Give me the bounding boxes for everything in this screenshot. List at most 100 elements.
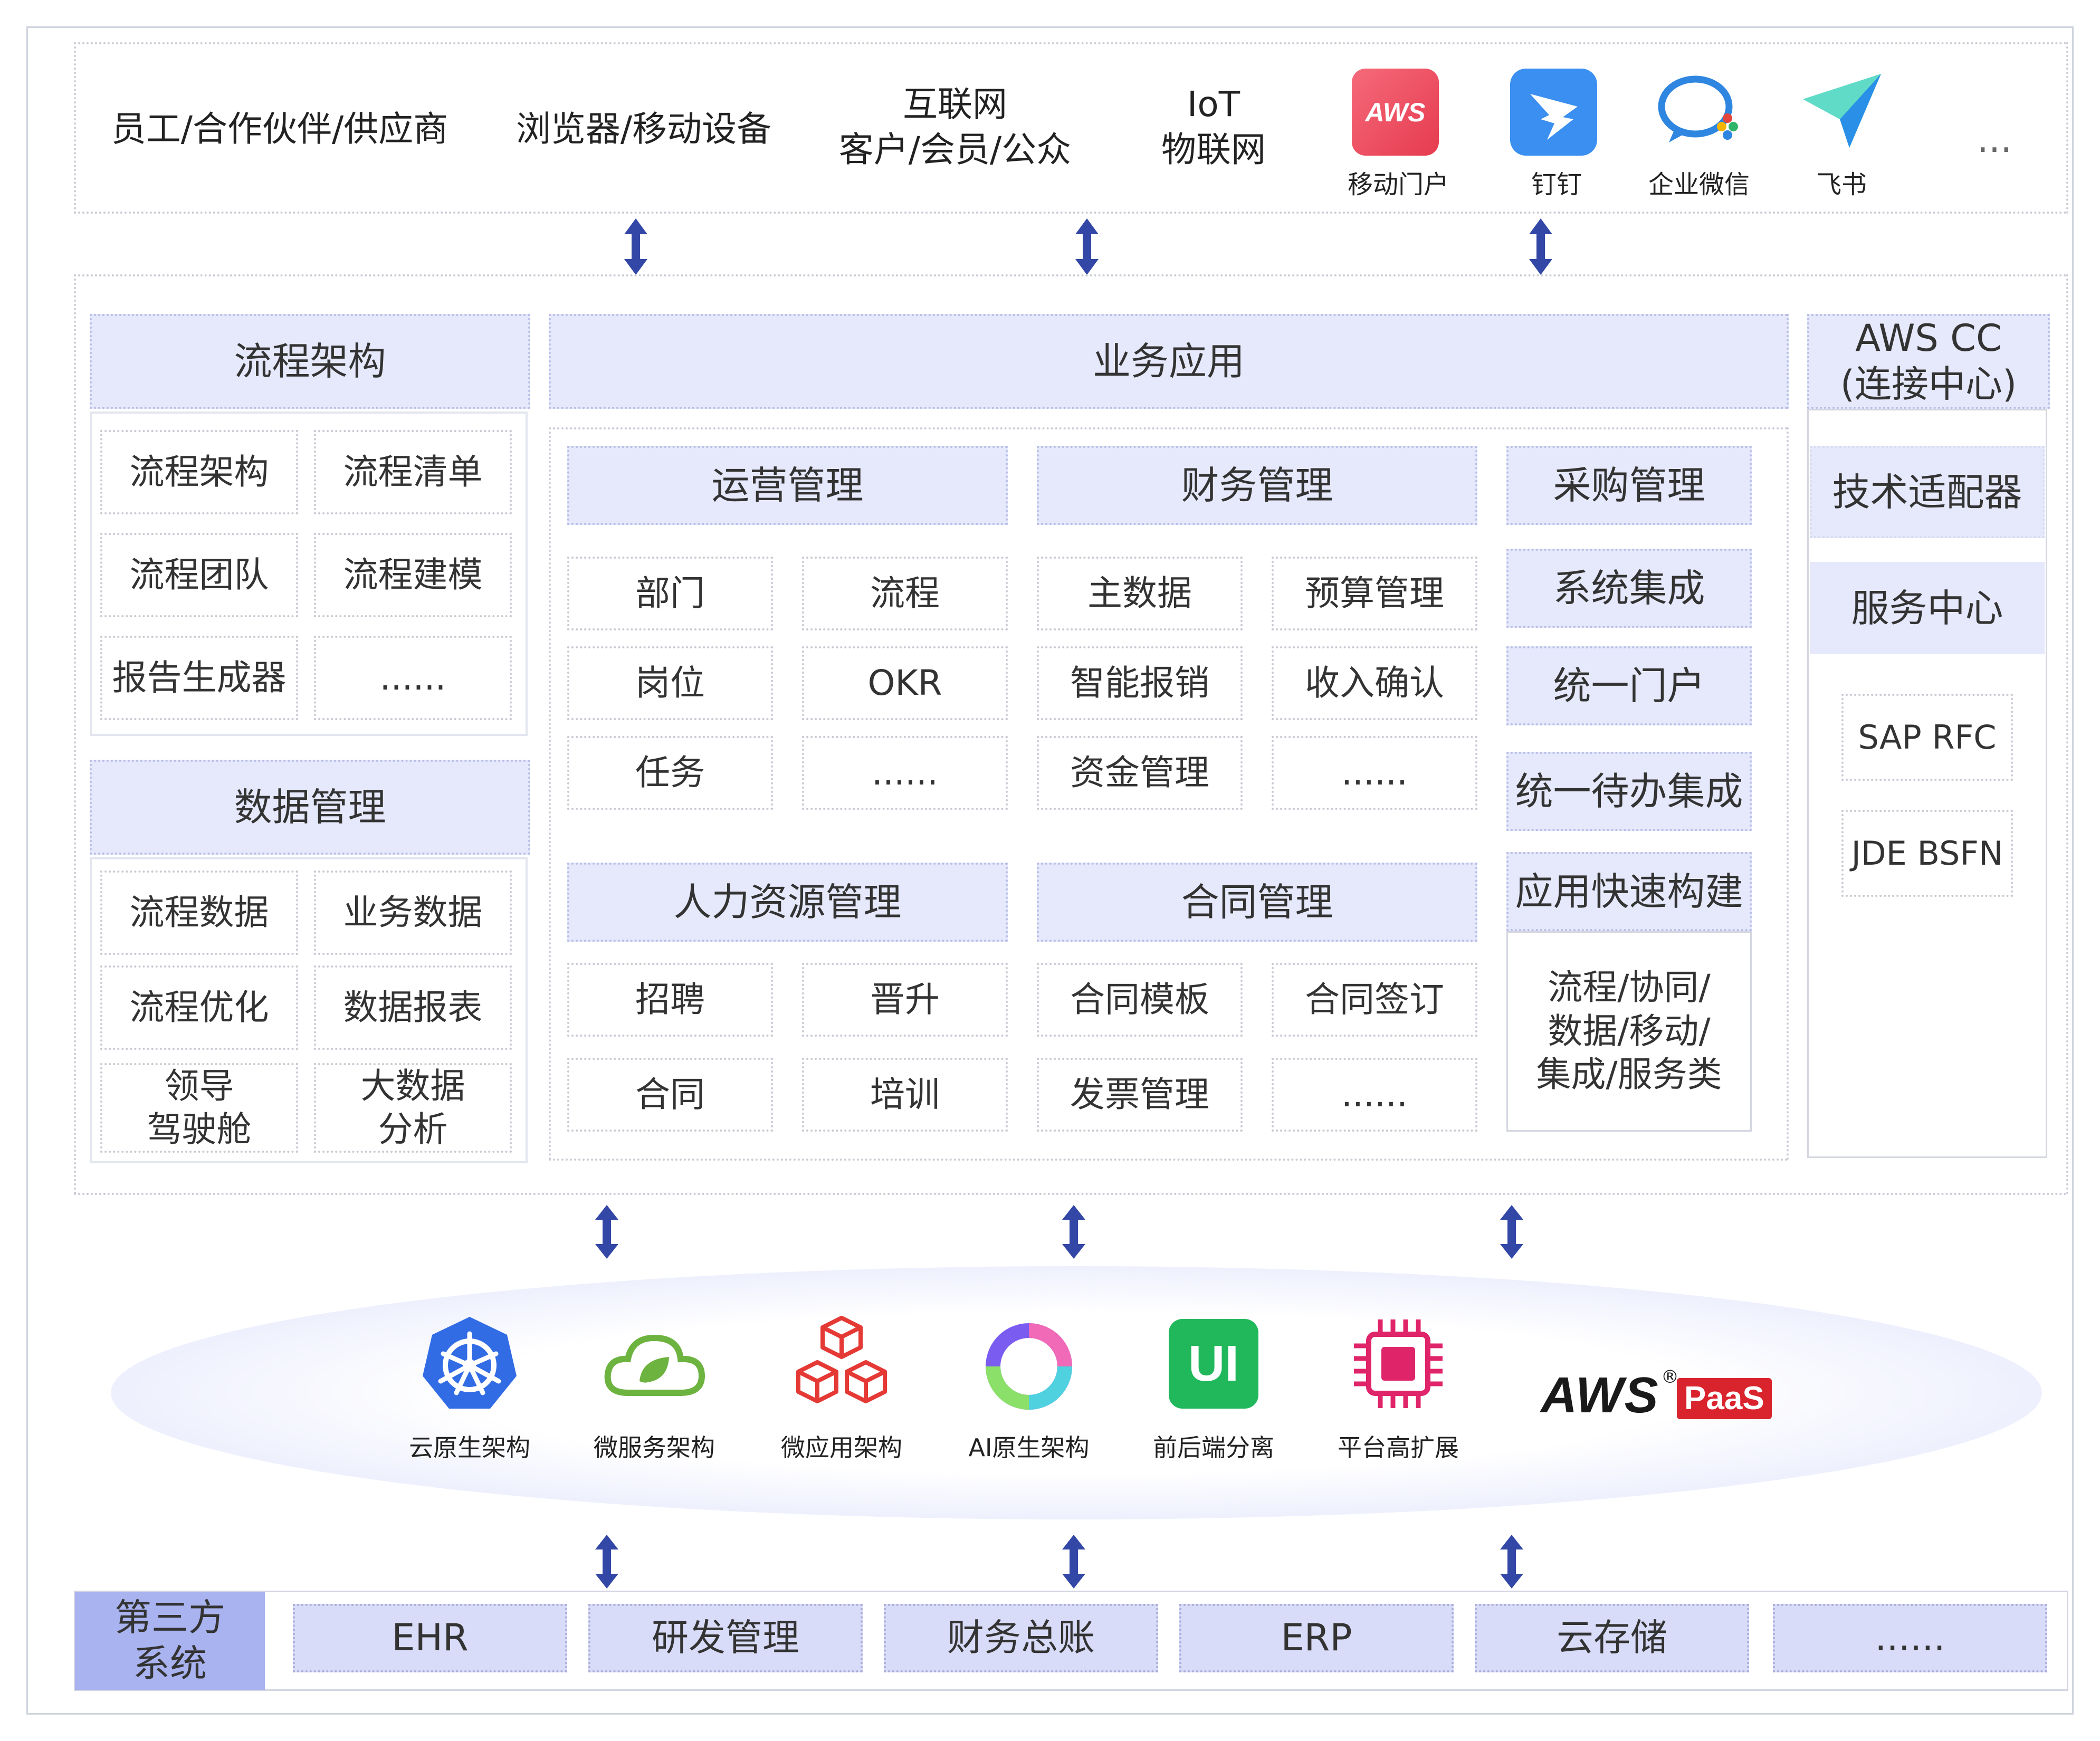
data-cell[interactable]: 大数据 分析	[314, 1063, 512, 1153]
tech-platform-extension[interactable]: 平台高扩展	[1330, 1314, 1467, 1472]
finance-cell[interactable]: 预算管理	[1272, 557, 1477, 630]
tech-adapter-header[interactable]: 技术适配器	[1810, 446, 2045, 538]
wecom-icon	[1654, 69, 1744, 156]
data-cell[interactable]: 流程优化	[100, 965, 298, 1050]
procurement-header[interactable]: 采购管理	[1506, 446, 1752, 525]
tech-frontend-backend[interactable]: UI 前后端分离	[1145, 1314, 1282, 1472]
more-apps-ellipsis[interactable]: ...	[1977, 118, 2012, 161]
system-integration-header[interactable]: 系统集成	[1506, 549, 1752, 628]
hr-cell[interactable]: 晋升	[802, 963, 1008, 1037]
operations-cell[interactable]: 任务	[567, 736, 773, 810]
finance-cell[interactable]: 收入确认	[1272, 646, 1477, 720]
kubernetes-wheel-glyph	[423, 1317, 517, 1409]
contract-cell[interactable]: ......	[1272, 1058, 1477, 1132]
operations-cell[interactable]: 部门	[567, 557, 773, 630]
finance-cell[interactable]: 资金管理	[1037, 736, 1243, 810]
aws-cc-header: AWS CC (连接中心)	[1807, 314, 2050, 409]
app-label-wecom: 企业微信	[1648, 170, 1750, 199]
tech-ai-native[interactable]: AI原生架构	[960, 1314, 1097, 1472]
spring-cloud-icon	[602, 1324, 707, 1409]
process-cell[interactable]: 流程清单	[314, 430, 512, 514]
data-cell[interactable]: 数据报表	[314, 965, 512, 1050]
hr-cell[interactable]: 招聘	[567, 963, 773, 1037]
feishu-plane-glyph	[1803, 74, 1881, 148]
dingtalk-wing-glyph	[1530, 94, 1578, 140]
finance-cell[interactable]: 智能报销	[1037, 646, 1243, 720]
finance-cell[interactable]: 主数据	[1037, 557, 1243, 630]
tech-micro-frontend[interactable]: 微应用架构	[773, 1314, 910, 1472]
cubes-icon	[789, 1314, 894, 1419]
ui-icon: UI	[1169, 1319, 1258, 1409]
app-mobile-portal[interactable]: AWS 移动门户	[1340, 69, 1456, 206]
cubes-glyph	[796, 1316, 887, 1403]
tech-label: 前后端分离	[1153, 1433, 1274, 1462]
aws-cc-item[interactable]: SAP RFC	[1841, 694, 2013, 781]
business-applications-header: 业务应用	[549, 314, 1789, 409]
iot-line-1: IoT	[1187, 84, 1240, 125]
ai-ring-icon	[979, 1316, 1079, 1417]
aws-cc-item[interactable]: JDE BSFN	[1841, 810, 2013, 897]
arrow-thirdparty-1	[591, 1533, 623, 1591]
third-party-item[interactable]: 云存储	[1475, 1604, 1749, 1672]
quick-build-header[interactable]: 应用快速构建	[1506, 852, 1752, 931]
process-cell[interactable]: 流程架构	[100, 430, 298, 514]
unified-todo-header[interactable]: 统一待办集成	[1506, 752, 1752, 831]
operations-cell[interactable]: 流程	[802, 557, 1008, 630]
quick-build-panel	[1506, 931, 1752, 1132]
operations-cell[interactable]: ......	[802, 736, 1008, 810]
wecom-bubble-glyph	[1658, 75, 1738, 142]
spring-cloud-glyph	[604, 1334, 705, 1396]
access-item-staff: 员工/合作伙伴/供应商	[111, 109, 448, 150]
tech-label: 微服务架构	[594, 1433, 715, 1462]
unified-portal-header[interactable]: 统一门户	[1506, 646, 1752, 725]
data-cell[interactable]: 流程数据	[100, 870, 298, 955]
app-wecom[interactable]: 企业微信	[1636, 69, 1762, 206]
arrow-access-3	[1525, 216, 1557, 277]
access-layer	[74, 42, 2068, 214]
hr-header: 人力资源管理	[567, 863, 1008, 942]
iot-line-2: 物联网	[1161, 129, 1266, 170]
contract-cell[interactable]: 合同签订	[1272, 963, 1477, 1037]
aws-logo-icon: AWS	[1352, 69, 1439, 156]
process-cell[interactable]: 流程建模	[314, 533, 512, 617]
feishu-icon	[1797, 69, 1886, 156]
tech-microservices[interactable]: 微服务架构	[586, 1314, 723, 1472]
tech-label: 平台高扩展	[1338, 1433, 1459, 1462]
kubernetes-icon	[419, 1314, 520, 1414]
tech-label: AI原生架构	[968, 1433, 1090, 1462]
third-party-item[interactable]: ERP	[1179, 1604, 1454, 1672]
process-cell[interactable]: 报告生成器	[100, 636, 298, 720]
process-cell[interactable]: ......	[314, 636, 512, 720]
data-cell[interactable]: 领导 驾驶舱	[100, 1063, 298, 1153]
contract-cell[interactable]: 发票管理	[1037, 1058, 1243, 1132]
chip-glyph	[1354, 1319, 1443, 1408]
arrow-thirdparty-2	[1058, 1533, 1090, 1591]
tech-label: 微应用架构	[781, 1433, 902, 1462]
operations-cell[interactable]: 岗位	[567, 646, 773, 720]
business-applications-panel	[549, 427, 1789, 1161]
third-party-item[interactable]: 研发管理	[588, 1604, 863, 1672]
hr-cell[interactable]: 合同	[567, 1058, 773, 1132]
internet-line-2: 客户/会员/公众	[838, 129, 1072, 170]
arrow-platform-1	[591, 1203, 623, 1261]
finance-header: 财务管理	[1037, 446, 1477, 525]
process-architecture-header: 流程架构	[90, 314, 530, 409]
app-dingtalk[interactable]: 钉钉	[1498, 69, 1615, 206]
finance-cell[interactable]: ......	[1272, 736, 1477, 810]
contract-header: 合同管理	[1037, 863, 1477, 942]
third-party-item[interactable]: 财务总账	[884, 1604, 1158, 1672]
process-cell[interactable]: 流程团队	[100, 533, 298, 617]
service-center-header[interactable]: 服务中心	[1810, 562, 2045, 654]
data-cell[interactable]: 业务数据	[314, 870, 512, 955]
operations-cell[interactable]: OKR	[802, 646, 1008, 720]
third-party-item[interactable]: EHR	[293, 1604, 567, 1672]
aws-brand-text: AWS	[1541, 1367, 1659, 1423]
third-party-item[interactable]: ......	[1773, 1604, 2047, 1672]
access-item-iot: IoT 物联网	[1134, 82, 1293, 177]
contract-cell[interactable]: 合同模板	[1037, 963, 1243, 1037]
hr-cell[interactable]: 培训	[802, 1058, 1008, 1132]
app-feishu[interactable]: 飞书	[1783, 69, 1899, 206]
data-management-header: 数据管理	[90, 760, 530, 855]
tech-cloud-native[interactable]: 云原生架构	[401, 1314, 538, 1472]
internet-line-1: 互联网	[903, 84, 1007, 125]
